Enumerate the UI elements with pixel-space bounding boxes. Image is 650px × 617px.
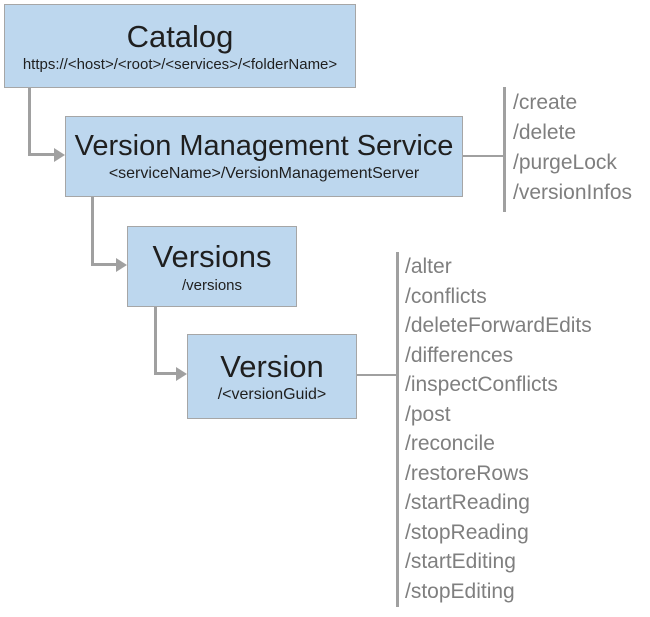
version-title: Version bbox=[220, 348, 324, 384]
connector-vms-operations bbox=[463, 155, 504, 157]
version-path: /<versionGuid> bbox=[217, 386, 327, 404]
operation-item: /startReading bbox=[405, 491, 530, 514]
vms-operations-list: /create/delete/purgeLock/versionInfos bbox=[513, 88, 632, 208]
operation-item: /startEditing bbox=[405, 550, 516, 573]
connector-version-operations bbox=[357, 374, 397, 376]
operation-item: /conflicts bbox=[405, 284, 487, 308]
operation-item: /post bbox=[405, 402, 451, 426]
operations-bracket-vms bbox=[503, 87, 506, 212]
operation-item: /versionInfos bbox=[513, 181, 633, 204]
operation-item: /stopReading bbox=[405, 520, 529, 544]
vms-path: <serviceName>/VersionManagementServer bbox=[108, 165, 420, 183]
operation-item: /differences bbox=[405, 343, 514, 367]
arrowhead-version-icon bbox=[176, 367, 187, 381]
catalog-node: Catalog https://<host>/<root>/<services>… bbox=[4, 4, 356, 88]
versions-title: Versions bbox=[152, 239, 272, 275]
operations-bracket-version bbox=[396, 252, 399, 607]
vms-title: Version Management Service bbox=[74, 129, 454, 162]
arrowhead-versions-icon bbox=[116, 258, 127, 272]
connector-versions-version-horizontal bbox=[154, 372, 176, 375]
operation-item: /create bbox=[513, 91, 578, 114]
operation-item: /inspectConflicts bbox=[405, 373, 558, 396]
connector-vms-versions-vertical bbox=[91, 197, 94, 266]
connector-catalog-vms-horizontal bbox=[28, 153, 56, 156]
arrowhead-vms-icon bbox=[54, 148, 65, 162]
connector-catalog-vms-vertical bbox=[28, 88, 31, 156]
operation-item: /purgeLock bbox=[513, 151, 617, 174]
operation-item: /reconcile bbox=[405, 432, 495, 455]
version-management-service-node: Version Management Service <serviceName>… bbox=[65, 116, 463, 197]
operation-item: /alter bbox=[405, 255, 452, 278]
operation-item: /stopEditing bbox=[405, 579, 515, 603]
catalog-title: Catalog bbox=[126, 18, 234, 54]
version-operations-list: /alter/conflicts/deleteForwardEdits/diff… bbox=[405, 252, 592, 606]
versions-path: /versions bbox=[181, 276, 243, 294]
versions-node: Versions /versions bbox=[127, 226, 297, 307]
operation-item: /restoreRows bbox=[405, 461, 529, 485]
operation-item: /deleteForwardEdits bbox=[405, 314, 592, 337]
connector-vms-versions-horizontal bbox=[91, 263, 116, 266]
operation-item: /delete bbox=[513, 121, 577, 144]
catalog-url: https://<host>/<root>/<services>/<folder… bbox=[22, 56, 338, 74]
connector-versions-version-vertical bbox=[154, 307, 157, 375]
version-node: Version /<versionGuid> bbox=[187, 334, 357, 419]
